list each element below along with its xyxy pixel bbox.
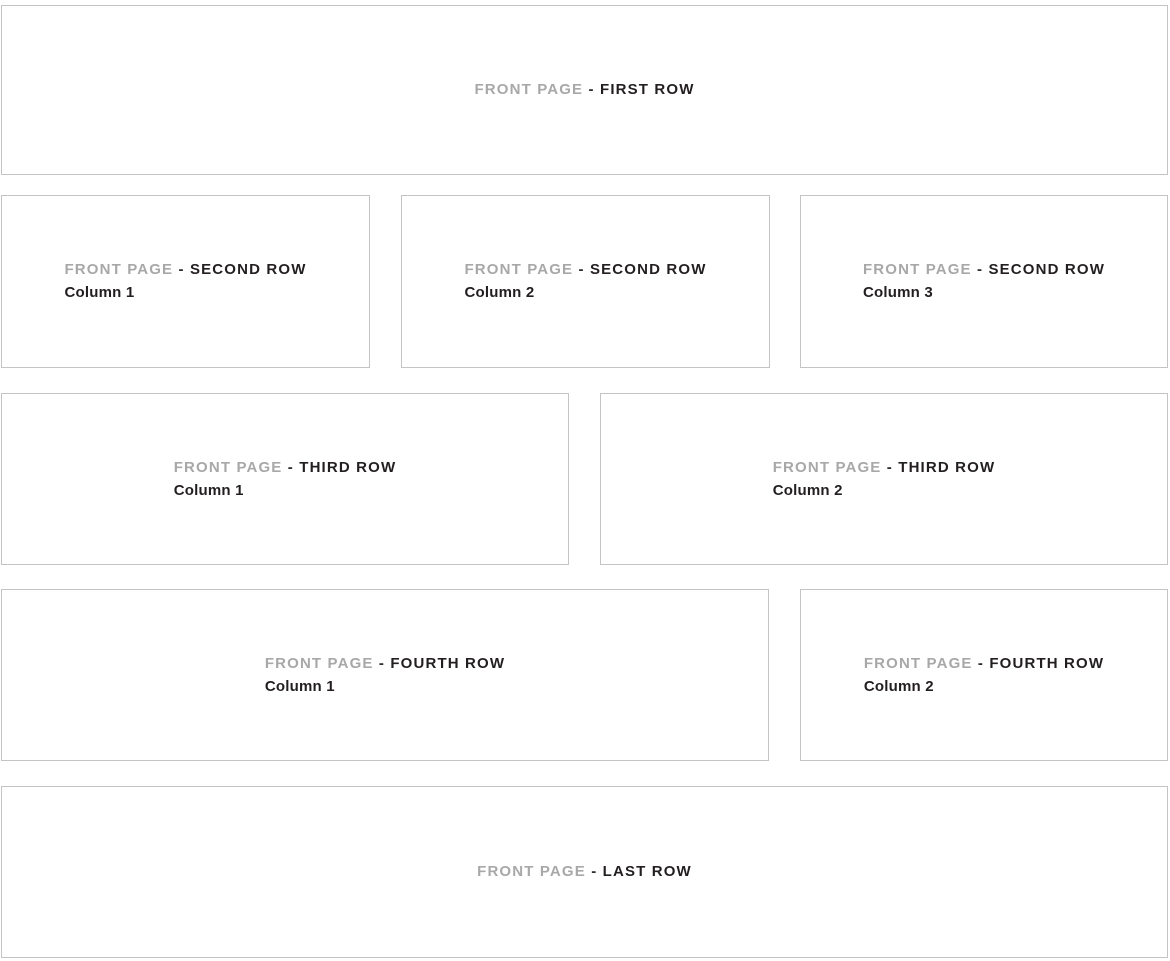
region-second-row-column-3-headline: FRONT PAGE - SECOND ROW xyxy=(863,259,1105,281)
region-first-row-label: FRONT PAGE - FIRST ROW xyxy=(474,79,694,101)
region-third-row-column-1[interactable]: FRONT PAGE - THIRD ROW Column 1 xyxy=(1,393,569,565)
region-row-name: FOURTH ROW xyxy=(989,654,1105,672)
region-prefix: FRONT PAGE xyxy=(464,261,574,279)
region-fourth-row-column-1-label: FRONT PAGE - FOURTH ROW Column 1 xyxy=(265,653,505,698)
region-first-row-headline: FRONT PAGE - FIRST ROW xyxy=(474,79,694,101)
region-row-name: THIRD ROW xyxy=(299,458,397,476)
region-row-name: FOURTH ROW xyxy=(390,654,506,672)
region-fourth-row-column-2-label: FRONT PAGE - FOURTH ROW Column 2 xyxy=(864,653,1104,698)
region-third-row-column-2[interactable]: FRONT PAGE - THIRD ROW Column 2 xyxy=(600,393,1168,565)
region-row-name: SECOND ROW xyxy=(190,261,307,279)
region-last-row-headline: FRONT PAGE - LAST ROW xyxy=(477,861,692,883)
region-separator: - xyxy=(585,863,603,881)
region-third-row-column-1-label: FRONT PAGE - THIRD ROW Column 1 xyxy=(174,457,397,502)
region-row-name: SECOND ROW xyxy=(988,261,1105,279)
region-separator: - xyxy=(583,81,600,99)
region-column-label: Column 2 xyxy=(464,284,535,301)
region-fourth-row-column-1-headline: FRONT PAGE - FOURTH ROW xyxy=(265,653,505,675)
region-column-label: Column 2 xyxy=(772,481,843,499)
region-prefix: FRONT PAGE xyxy=(477,863,586,881)
region-prefix: FRONT PAGE xyxy=(173,458,283,476)
region-prefix: FRONT PAGE xyxy=(863,654,973,672)
region-third-row-column-2-label: FRONT PAGE - THIRD ROW Column 2 xyxy=(773,457,996,502)
region-column-label: Column 1 xyxy=(173,481,244,499)
region-second-row-column-3[interactable]: FRONT PAGE - SECOND ROW Column 3 xyxy=(800,195,1168,368)
region-separator: - xyxy=(881,458,899,476)
region-second-row-column-3-label: FRONT PAGE - SECOND ROW Column 3 xyxy=(863,259,1105,304)
region-column-label: Column 3 xyxy=(862,284,933,301)
region-separator: - xyxy=(282,458,300,476)
region-last-row[interactable]: FRONT PAGE - LAST ROW xyxy=(1,786,1168,958)
region-second-row-column-2-headline: FRONT PAGE - SECOND ROW xyxy=(464,259,706,281)
region-second-row-column-1[interactable]: FRONT PAGE - SECOND ROW Column 1 xyxy=(1,195,370,368)
region-fourth-row-column-2[interactable]: FRONT PAGE - FOURTH ROW Column 2 xyxy=(800,589,1168,761)
region-separator: - xyxy=(173,261,190,279)
region-fourth-row-column-1[interactable]: FRONT PAGE - FOURTH ROW Column 1 xyxy=(1,589,769,761)
region-second-row-column-1-label: FRONT PAGE - SECOND ROW Column 1 xyxy=(64,259,306,304)
region-prefix: FRONT PAGE xyxy=(64,261,174,279)
region-separator: - xyxy=(972,654,990,672)
region-second-row-column-2-label: FRONT PAGE - SECOND ROW Column 2 xyxy=(464,259,706,304)
region-prefix: FRONT PAGE xyxy=(862,261,972,279)
region-first-row[interactable]: FRONT PAGE - FIRST ROW xyxy=(1,5,1168,175)
region-last-row-label: FRONT PAGE - LAST ROW xyxy=(477,861,692,883)
region-second-row-column-1-headline: FRONT PAGE - SECOND ROW xyxy=(64,259,306,281)
region-fourth-row-column-2-headline: FRONT PAGE - FOURTH ROW xyxy=(864,653,1104,675)
region-row-name: LAST ROW xyxy=(602,863,692,881)
region-third-row-column-1-headline: FRONT PAGE - THIRD ROW xyxy=(174,457,397,479)
region-second-row-column-2[interactable]: FRONT PAGE - SECOND ROW Column 2 xyxy=(401,195,770,368)
region-row-name: THIRD ROW xyxy=(898,458,996,476)
region-prefix: FRONT PAGE xyxy=(474,81,584,99)
region-column-label: Column 1 xyxy=(64,284,135,301)
region-column-label: Column 1 xyxy=(264,677,335,695)
region-separator: - xyxy=(573,261,590,279)
region-separator: - xyxy=(373,654,391,672)
region-third-row-column-2-headline: FRONT PAGE - THIRD ROW xyxy=(773,457,996,479)
region-prefix: FRONT PAGE xyxy=(772,458,882,476)
region-prefix: FRONT PAGE xyxy=(264,654,374,672)
region-row-name: FIRST ROW xyxy=(600,81,695,99)
region-column-label: Column 2 xyxy=(863,677,934,695)
region-row-name: SECOND ROW xyxy=(590,261,707,279)
region-separator: - xyxy=(971,261,989,279)
